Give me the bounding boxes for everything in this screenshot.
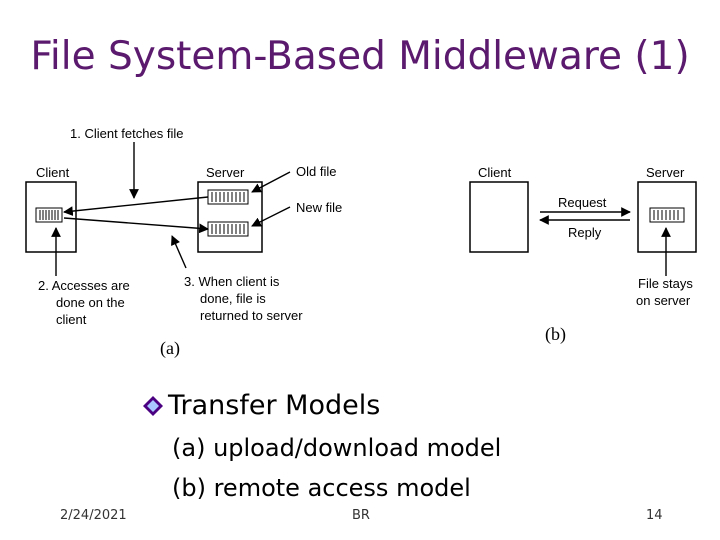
caption-a: (a) <box>160 338 180 359</box>
request-label: Request <box>558 195 607 210</box>
step2-line2: done on the <box>56 295 125 310</box>
slide-title: File System-Based Middleware (1) <box>30 34 690 79</box>
fetch-arrow <box>63 196 209 216</box>
return-arrow <box>63 217 209 234</box>
new-file-pointer <box>251 206 291 227</box>
step3-line1: 3. When client is <box>184 274 280 289</box>
diamond-bullet-icon <box>143 395 163 416</box>
server-new-file <box>207 221 249 237</box>
figure-a: Client Server 1. Client fetches fil <box>25 126 342 359</box>
client-box-b <box>469 181 529 253</box>
step2-line3: client <box>56 312 87 327</box>
caption-b: (b) <box>545 324 566 345</box>
bullet-transfer-models: Transfer Models <box>142 390 380 421</box>
step3-pointer <box>171 235 187 269</box>
step3-line2: done, file is <box>200 291 266 306</box>
server-label-b: Server <box>646 165 685 180</box>
footer-date: 2/24/2021 <box>60 508 127 523</box>
subitem-upload-download: (a) upload/download model <box>172 434 502 462</box>
step2-line1: 2. Accesses are <box>38 278 130 293</box>
note-line1: File stays <box>638 276 693 291</box>
old-file-label: Old file <box>296 164 336 179</box>
server-old-file <box>207 189 249 205</box>
reply-label: Reply <box>568 225 602 240</box>
note-line2: on server <box>636 293 691 308</box>
client-file-a <box>35 207 63 223</box>
client-label-b: Client <box>478 165 512 180</box>
bullet-text: Transfer Models <box>168 390 381 421</box>
subitem-remote-access: (b) remote access model <box>172 474 471 502</box>
footer-center: BR <box>352 508 370 523</box>
old-file-pointer <box>251 171 291 193</box>
server-label-a: Server <box>206 165 245 180</box>
new-file-label: New file <box>296 200 342 215</box>
step3-line3: returned to server <box>200 308 303 323</box>
step1-label: 1. Client fetches file <box>70 126 183 141</box>
client-label-a: Client <box>36 165 70 180</box>
figure-b: Client Server Request Reply File stays o… <box>469 165 697 345</box>
footer-page-number: 14 <box>646 508 663 523</box>
server-file-b <box>649 207 685 223</box>
